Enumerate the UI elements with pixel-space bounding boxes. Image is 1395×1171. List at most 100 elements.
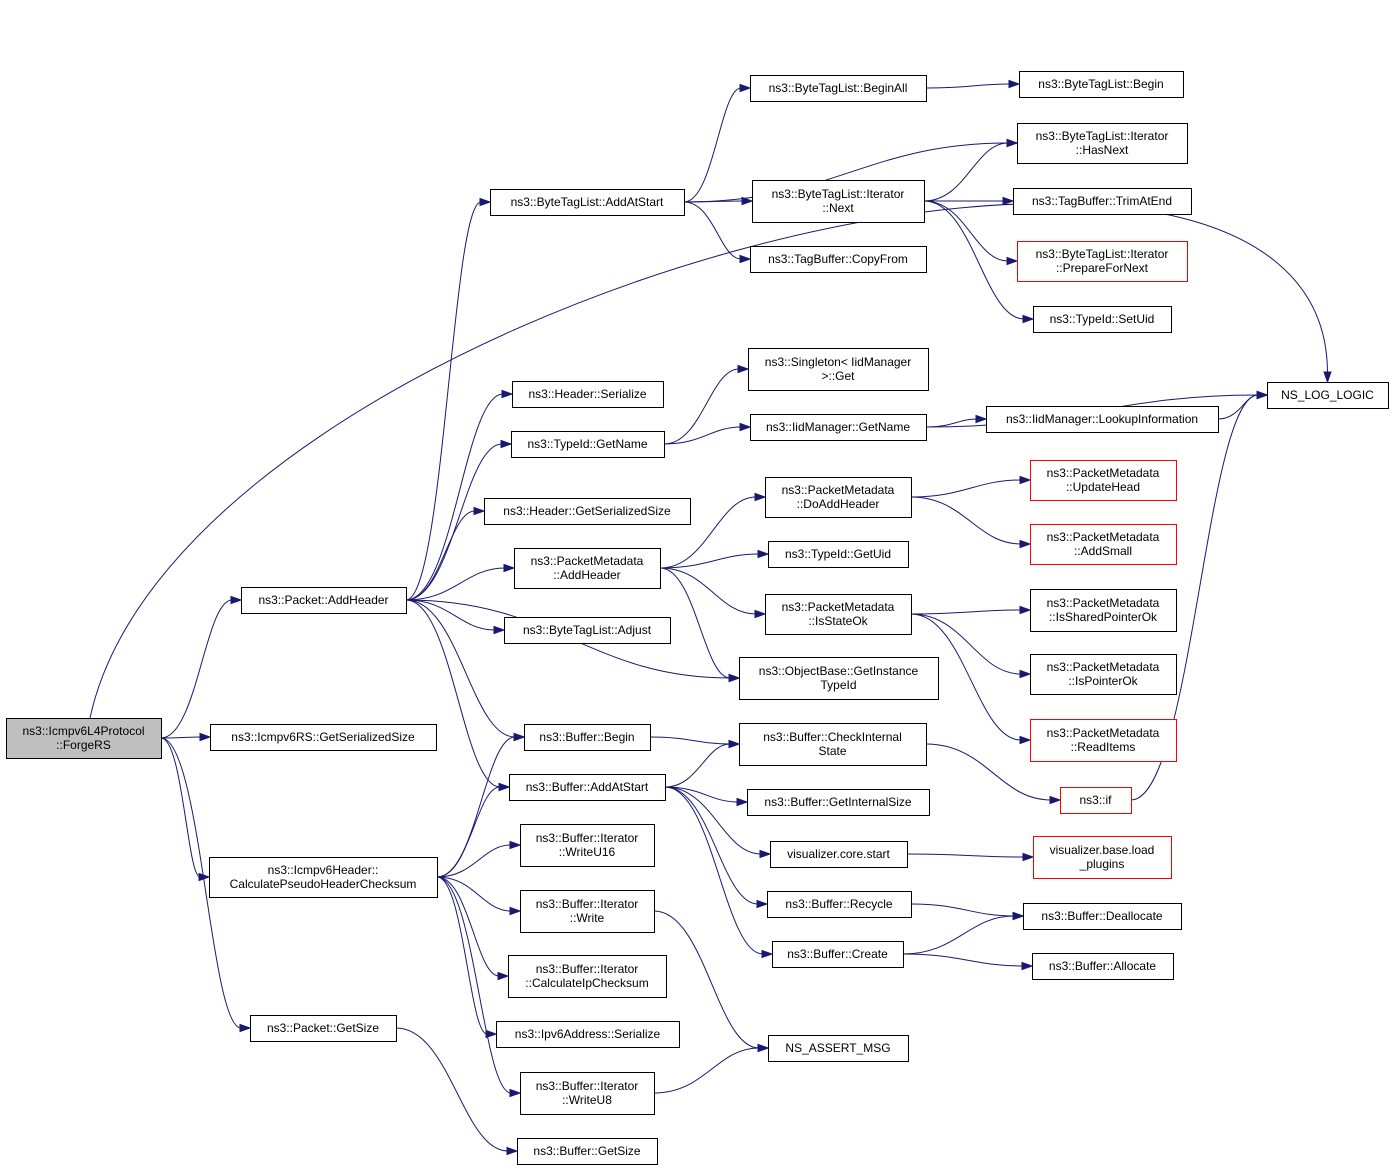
edge-arrowhead [509,840,522,850]
node-label: ::PrepareForNext [1056,261,1149,275]
edge-line [923,200,1025,320]
node-box [520,890,655,933]
node-btlitprep[interactable]: ns3::ByteTagList::Iterator::PrepareForNe… [1017,241,1188,282]
node-typeidgetuid[interactable]: ns3::TypeId::GetUid [768,541,909,568]
node-box [767,891,912,918]
node-box [210,724,437,751]
node-bufrecycle[interactable]: ns3::Buffer::Recycle [767,891,912,918]
edge-line [925,418,978,428]
node-nslog[interactable]: NS_LOG_LOGIC [1267,382,1389,409]
node-bufaddatstart[interactable]: ns3::Buffer::AddAtStart [509,774,666,801]
node-pktgetsize[interactable]: ns3::Packet::GetSize [250,1015,397,1042]
node-label: CalculatePseudoHeaderChecksum [230,877,417,891]
node-bitwriteu8[interactable]: ns3::Buffer::Iterator::WriteU8 [520,1072,655,1115]
node-label: ns3::TypeId::GetName [527,437,647,451]
node-iidgetname[interactable]: ns3::IidManager::GetName [750,414,927,441]
edge-arrowhead [975,414,988,424]
node-pmdoadd[interactable]: ns3::PacketMetadata::DoAddHeader [765,477,912,518]
edge-line [160,737,201,878]
node-box [772,941,904,968]
edge-arrowhead [1021,961,1034,971]
edge-typeidgetname-to-iidgetname [663,422,752,445]
edge-line [653,910,760,1049]
node-pmisshared[interactable]: ns3::PacketMetadata::IsSharedPointerOk [1030,589,1177,632]
node-label: visualizer.core.start [787,847,890,861]
node-label: ns3::Header::Serialize [528,387,646,401]
edge-line [436,876,512,1094]
edge-arrowhead [500,439,513,449]
edge-line [436,844,512,878]
node-box [1030,654,1177,695]
node-forgers[interactable]: ns3::Icmpv6L4Protocol::ForgeRS [6,718,162,759]
edge-calcpseudo-to-bitwriteu8 [436,876,522,1098]
edge-arrowhead [1323,371,1332,384]
node-typeidsetuid[interactable]: ns3::TypeId::SetUid [1033,306,1172,333]
node-tbtrim[interactable]: ns3::TagBuffer::TrimAtEnd [1013,188,1192,215]
node-bitwrite[interactable]: ns3::Buffer::Iterator::Write [520,890,655,933]
edge-calcpseudo-to-bufaddatstart [436,782,511,878]
edge-arrowhead [728,673,741,683]
edge-arrowhead [506,1146,519,1156]
node-iidlookup[interactable]: ns3::IidManager::LookupInformation [986,406,1219,433]
node-label: ::CalculateIpChecksum [525,976,648,990]
node-nsassert[interactable]: NS_ASSERT_MSG [768,1035,909,1062]
node-label: TypeId [820,678,856,692]
node-btladdatstart[interactable]: ns3::ByteTagList::AddAtStart [490,189,685,216]
node-pmispointer[interactable]: ns3::PacketMetadata::IsPointerOk [1030,654,1177,695]
node-label: ns3::PacketMetadata [782,600,895,614]
node-hdrgetsersize[interactable]: ns3::Header::GetSerializedSize [484,498,691,525]
node-box [765,477,912,518]
node-pmupdatehead[interactable]: ns3::PacketMetadata::UpdateHead [1030,460,1177,501]
node-nsif[interactable]: ns3::if [1060,787,1132,814]
node-box [524,724,651,751]
node-pmisstateok[interactable]: ns3::PacketMetadata::IsStateOk [765,594,912,635]
node-bufdealloc[interactable]: ns3::Buffer::Deallocate [1023,903,1182,930]
node-pmaddsmall[interactable]: ns3::PacketMetadata::AddSmall [1030,524,1177,565]
edge-arrowhead [1022,852,1035,862]
edge-line [683,201,742,260]
node-label: ::WriteU16 [559,845,616,859]
node-calcpseudo[interactable]: ns3::Icmpv6Header::CalculatePseudoHeader… [209,857,438,898]
node-btladjust[interactable]: ns3::ByteTagList::Adjust [504,617,671,644]
edge-line [664,786,739,803]
node-label: ns3::ByteTagList::Begin [1038,77,1163,91]
node-bufalloc[interactable]: ns3::Buffer::Allocate [1032,953,1174,980]
node-btlitnext[interactable]: ns3::ByteTagList::Iterator::Next [752,180,925,223]
node-btlbegin[interactable]: ns3::ByteTagList::Begin [1019,71,1184,98]
edge-bufaddatstart-to-bufcheck [664,739,741,788]
node-box [986,406,1219,433]
node-typeidgetname[interactable]: ns3::TypeId::GetName [511,431,665,458]
edge-arrowhead [739,254,752,264]
edge-line [436,876,488,1035]
node-vizload[interactable]: visualizer.base.load_plugins [1033,836,1172,879]
node-ipv6serialize[interactable]: ns3::Ipv6Address::Serialize [496,1021,680,1048]
node-hdrserialize[interactable]: ns3::Header::Serialize [512,381,664,408]
node-rsgetsize[interactable]: ns3::Icmpv6RS::GetSerializedSize [210,724,437,751]
node-label: ns3::Buffer::Iterator [536,831,639,845]
node-btlbeginall[interactable]: ns3::ByteTagList::BeginAll [750,75,927,102]
node-vizstart[interactable]: visualizer.core.start [770,841,908,868]
edge-btlitnext-to-tbtrim [924,196,1015,206]
node-box [514,548,661,589]
node-bitcalcip[interactable]: ns3::Buffer::Iterator::CalculateIpChecks… [508,955,667,998]
node-singleton[interactable]: ns3::Singleton< IidManager >::Get [748,348,929,391]
node-bufbegin[interactable]: ns3::Buffer::Begin [524,724,651,751]
edge-line [1130,394,1259,801]
node-tbcopy[interactable]: ns3::TagBuffer::CopyFrom [750,246,927,273]
node-label: ns3::Buffer::Recycle [785,897,892,911]
node-bufgetsize[interactable]: ns3::Buffer::GetSize [517,1138,658,1165]
node-btlithasnext[interactable]: ns3::ByteTagList::Iterator::HasNext [1017,123,1188,164]
node-pmreaditems[interactable]: ns3::PacketMetadata::ReadItems [1030,719,1177,762]
node-bufgetint[interactable]: ns3::Buffer::GetInternalSize [747,789,930,816]
edge-line [910,903,1015,917]
edge-line [910,613,1022,741]
node-label: ns3::Buffer::CheckInternal [763,730,902,744]
node-pmaddheader[interactable]: ns3::PacketMetadata::AddHeader [514,548,661,589]
node-bitwriteu16[interactable]: ns3::Buffer::Iterator::WriteU16 [520,824,655,867]
node-addheader[interactable]: ns3::Packet::AddHeader [241,587,407,614]
edge-line [1217,394,1259,420]
node-bufcreate[interactable]: ns3::Buffer::Create [772,941,904,968]
node-box [1023,903,1182,930]
